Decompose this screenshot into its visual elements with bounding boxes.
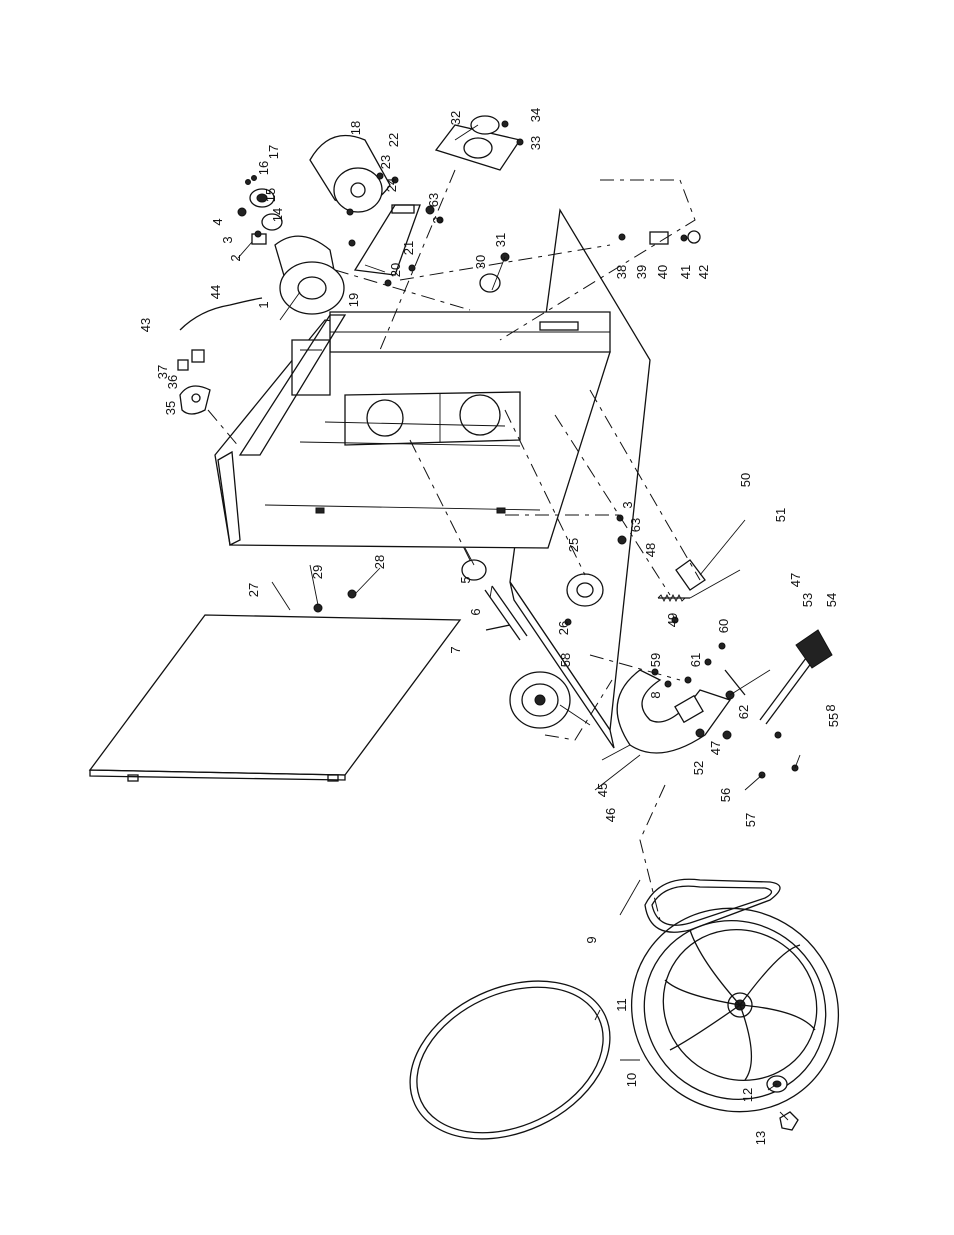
part-label-50: 50 xyxy=(738,473,753,487)
part-label-11: 11 xyxy=(614,998,629,1012)
part-label-14: 14 xyxy=(270,208,285,222)
part-label-25: 25 xyxy=(566,538,581,552)
part-label-3: 3 xyxy=(430,216,445,223)
part-label-24: 24 xyxy=(384,178,399,192)
side-panel-27 xyxy=(88,614,462,782)
part-label-5: 5 xyxy=(458,576,473,583)
part-label-48: 48 xyxy=(643,543,658,557)
part-label-39: 39 xyxy=(634,265,649,279)
part-label-43: 43 xyxy=(138,318,153,332)
part-label-32: 32 xyxy=(448,111,463,125)
part-label-63: 63 xyxy=(628,518,643,532)
part-label-27: 27 xyxy=(246,583,261,597)
part-label-63: 63 xyxy=(426,193,441,207)
hardware-items xyxy=(237,120,799,779)
part-label-35: 35 xyxy=(163,401,178,415)
part-label-12: 12 xyxy=(740,1088,755,1102)
part-label-41: 41 xyxy=(678,265,693,279)
part-label-2: 2 xyxy=(228,254,243,261)
switch-50 xyxy=(657,559,706,603)
pulleys-shaft xyxy=(461,273,604,729)
part-labels: 1234567891011121314151617181920212223242… xyxy=(138,108,841,1145)
part-label-23: 23 xyxy=(378,155,393,169)
part-label-38: 38 xyxy=(614,265,629,279)
part-label-61: 61 xyxy=(688,653,703,667)
part-label-21: 21 xyxy=(401,241,416,255)
part-label-33: 33 xyxy=(528,136,543,150)
bracket-40 xyxy=(618,230,701,245)
part-label-22: 22 xyxy=(386,133,401,147)
motor-assembly xyxy=(249,134,421,315)
part-label-26: 26 xyxy=(556,621,571,635)
part-label-51: 51 xyxy=(773,508,788,522)
part-label-46: 46 xyxy=(603,808,618,822)
part-label-29: 29 xyxy=(310,565,325,579)
part-label-44: 44 xyxy=(208,285,223,299)
part-label-8: 8 xyxy=(648,691,663,698)
leader-lines xyxy=(237,124,801,1121)
belt-guard-45 xyxy=(616,669,732,754)
part-label-60: 60 xyxy=(716,619,731,633)
v-belt-9 xyxy=(644,878,781,933)
part-label-15: 15 xyxy=(263,188,278,202)
part-label-1: 1 xyxy=(256,301,271,308)
part-label-47: 47 xyxy=(708,741,723,755)
part-label-18: 18 xyxy=(348,121,363,135)
foot-pedal-54 xyxy=(724,629,833,725)
part-label-10: 10 xyxy=(624,1073,639,1087)
part-label-13: 13 xyxy=(753,1131,768,1145)
part-label-49: 49 xyxy=(665,613,680,627)
part-label-52: 52 xyxy=(691,761,706,775)
part-label-30: 30 xyxy=(473,255,488,269)
part-label-40: 40 xyxy=(655,265,670,279)
part-label-17: 17 xyxy=(266,145,281,159)
part-label-55: 55 xyxy=(826,713,841,727)
part-label-28: 28 xyxy=(372,555,387,569)
part-label-34: 34 xyxy=(528,108,543,122)
part-label-37: 37 xyxy=(155,365,170,379)
part-label-16: 16 xyxy=(256,161,271,175)
part-label-20: 20 xyxy=(388,263,403,277)
cabinet-frame xyxy=(214,208,651,749)
part-label-62: 62 xyxy=(736,705,751,719)
part-label-59: 59 xyxy=(648,653,663,667)
part-label-47: 47 xyxy=(788,573,803,587)
part-label-9: 9 xyxy=(584,936,599,943)
part-label-42: 42 xyxy=(696,265,711,279)
switch-plate-35 xyxy=(177,297,263,415)
part-label-45: 45 xyxy=(595,783,610,797)
part-label-58: 58 xyxy=(558,653,573,667)
part-label-3: 3 xyxy=(220,236,235,243)
part-label-53: 53 xyxy=(800,593,815,607)
part-label-56: 56 xyxy=(718,788,733,802)
part-label-54: 54 xyxy=(824,593,839,607)
part-label-3: 3 xyxy=(620,501,635,508)
lower-wheel-10 xyxy=(630,907,840,1113)
part-label-8: 8 xyxy=(823,704,838,711)
part-label-31: 31 xyxy=(493,233,508,247)
part-label-7: 7 xyxy=(448,646,463,653)
part-label-6: 6 xyxy=(468,608,483,615)
assembly-lines xyxy=(207,169,701,921)
part-label-57: 57 xyxy=(743,813,758,827)
part-label-4: 4 xyxy=(210,218,225,225)
wheel-tire-11 xyxy=(409,980,611,1140)
part-label-36: 36 xyxy=(165,375,180,389)
part-label-19: 19 xyxy=(346,293,361,307)
